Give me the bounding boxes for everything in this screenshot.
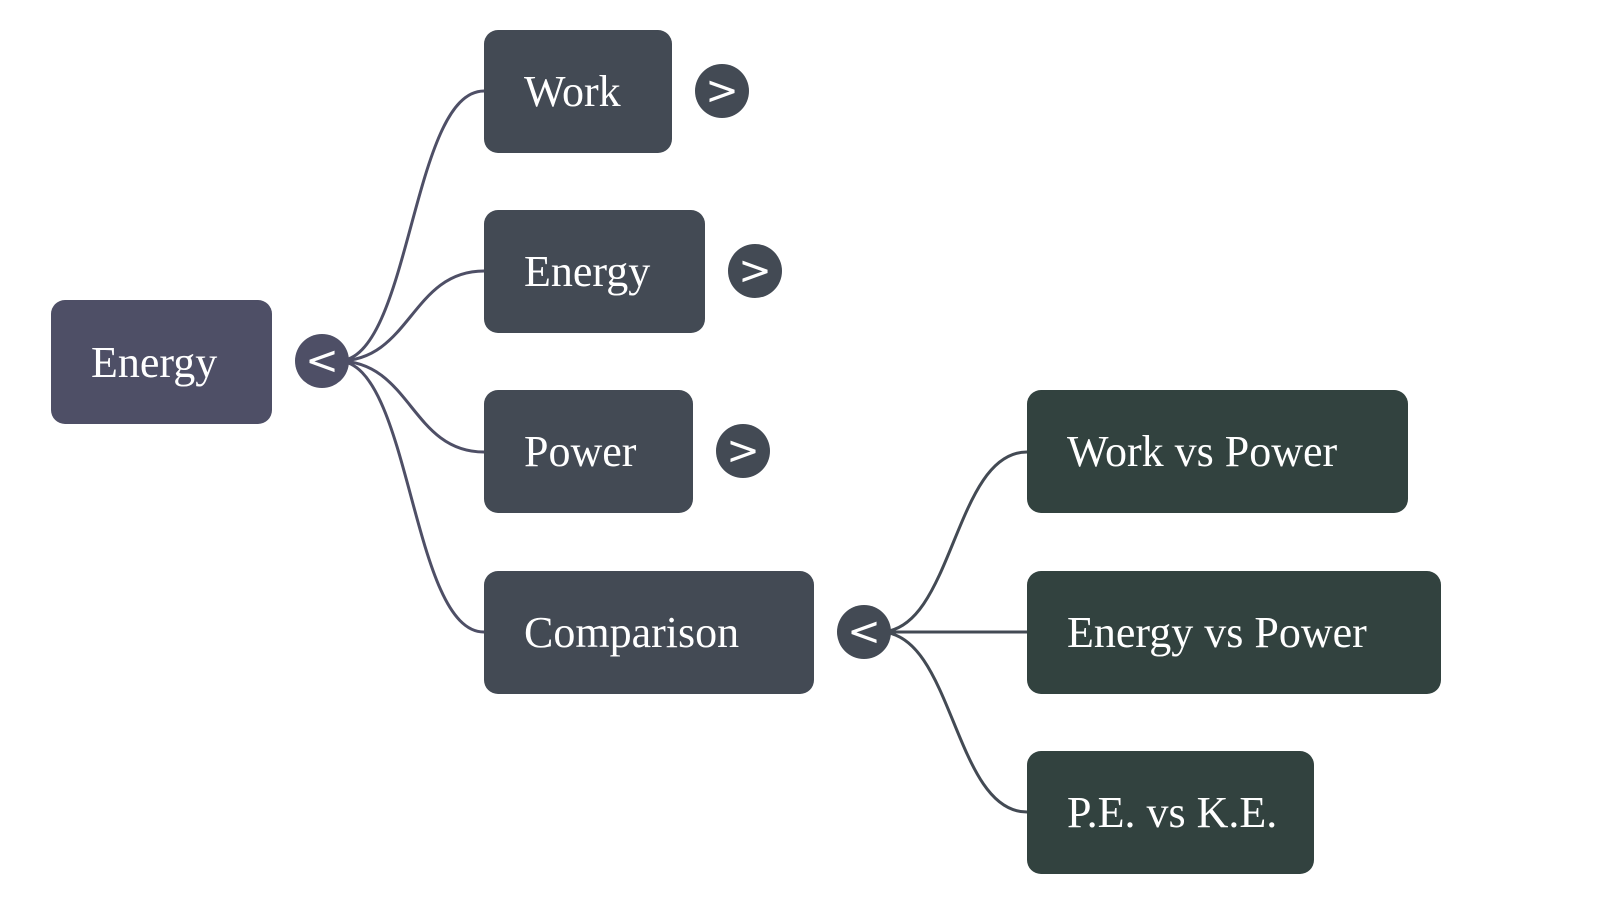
node-label: P.E. vs K.E. xyxy=(1067,788,1278,837)
chevron-left-icon: < xyxy=(847,609,881,655)
root-node-label: Energy xyxy=(91,337,218,387)
node-pe-vs-ke[interactable]: P.E. vs K.E. xyxy=(1027,751,1314,874)
root-collapse-toggle[interactable]: < xyxy=(295,334,349,388)
edge-root-to-child-0 xyxy=(337,89,485,363)
node-label: Energy vs Power xyxy=(1067,608,1367,657)
chevron-right-icon: > xyxy=(705,68,739,114)
root-node-energy[interactable]: Energy xyxy=(51,300,272,424)
chevron-right-icon: > xyxy=(738,248,772,294)
node-label: Work xyxy=(524,67,621,116)
node-label: Energy xyxy=(524,247,651,296)
expand-toggle-power[interactable]: > xyxy=(716,424,770,478)
edge-root-to-child-3 xyxy=(337,359,485,634)
collapse-toggle-comparison[interactable]: < xyxy=(837,605,891,659)
node-energy[interactable]: Energy xyxy=(484,210,705,333)
node-comparison[interactable]: Comparison xyxy=(484,571,814,694)
edge-comparison-to-child-0 xyxy=(879,450,1028,634)
expand-toggle-energy[interactable]: > xyxy=(728,244,782,298)
edge-root-to-child-2 xyxy=(337,359,485,454)
node-label: Work vs Power xyxy=(1067,427,1338,476)
node-work[interactable]: Work xyxy=(484,30,672,153)
expand-toggle-work[interactable]: > xyxy=(695,64,749,118)
chevron-right-icon: > xyxy=(726,428,760,474)
node-energy-vs-power[interactable]: Energy vs Power xyxy=(1027,571,1441,694)
node-label: Power xyxy=(524,427,637,476)
node-power[interactable]: Power xyxy=(484,390,693,513)
edge-root-to-child-1 xyxy=(337,269,485,363)
node-label: Comparison xyxy=(524,608,740,657)
edge-comparison-to-child-2 xyxy=(879,630,1028,814)
chevron-left-icon: < xyxy=(305,338,339,384)
node-work-vs-power[interactable]: Work vs Power xyxy=(1027,390,1408,513)
